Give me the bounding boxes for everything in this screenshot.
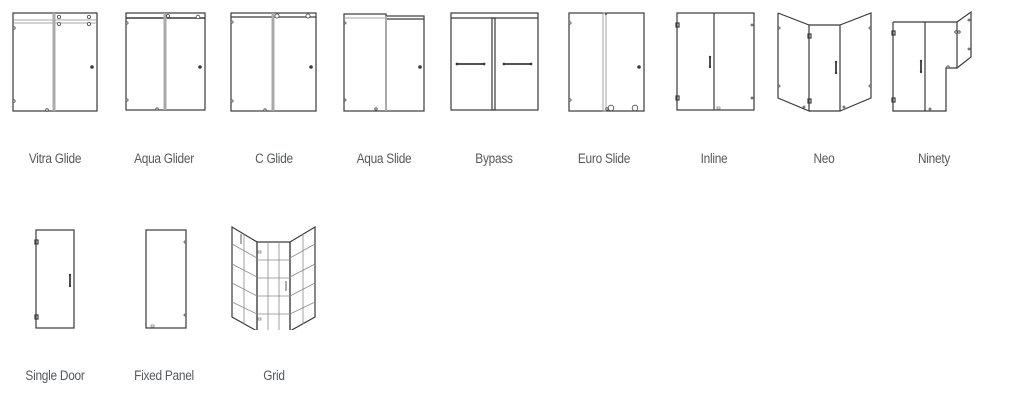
door-style-single-door[interactable]: Single Door [0, 210, 110, 390]
fixed-panel-diagram-icon [145, 229, 187, 329]
vitra-glide-diagram-icon [12, 12, 98, 112]
bypass-diagram-icon [450, 12, 539, 111]
c-glide-diagram-icon [230, 12, 317, 112]
door-style-label: Grid [263, 368, 285, 383]
door-style-label: Single Door [25, 368, 85, 383]
grid-diagram-icon [231, 225, 316, 330]
aqua-glider-diagram-icon [125, 12, 206, 111]
door-style-bypass[interactable]: Bypass [439, 0, 549, 180]
door-style-label: Ninety [917, 151, 951, 166]
door-style-inline[interactable]: Inline [659, 0, 769, 180]
door-style-label: Aqua Slide [356, 151, 412, 166]
single-door-diagram-icon [34, 229, 75, 329]
door-style-label: Inline [700, 151, 728, 166]
door-style-label: C Glide [255, 151, 293, 166]
door-style-euro-slide[interactable]: Euro Slide [549, 0, 659, 180]
door-style-label: Neo [813, 151, 835, 166]
door-style-label: Fixed Panel [134, 368, 194, 383]
door-style-grid[interactable]: Grid [219, 210, 329, 390]
neo-diagram-icon [777, 12, 872, 112]
door-style-label: Euro Slide [577, 151, 631, 166]
door-style-neo[interactable]: Neo [769, 0, 879, 180]
euro-slide-diagram-icon [568, 12, 645, 112]
inline-diagram-icon [675, 12, 755, 111]
door-style-vitra-glide[interactable]: Vitra Glide [0, 0, 110, 180]
ninety-diagram-icon [891, 10, 972, 112]
aqua-slide-diagram-icon [343, 13, 425, 112]
door-style-aqua-slide[interactable]: Aqua Slide [329, 0, 439, 180]
door-style-label: Vitra Glide [28, 151, 82, 166]
door-style-ninety[interactable]: Ninety [879, 0, 989, 180]
door-style-label: Aqua Glider [134, 151, 194, 166]
door-style-label: Bypass [475, 151, 513, 166]
door-style-aqua-glider[interactable]: Aqua Glider [109, 0, 219, 180]
door-style-c-glide[interactable]: C Glide [219, 0, 329, 180]
door-style-fixed-panel[interactable]: Fixed Panel [109, 210, 219, 390]
